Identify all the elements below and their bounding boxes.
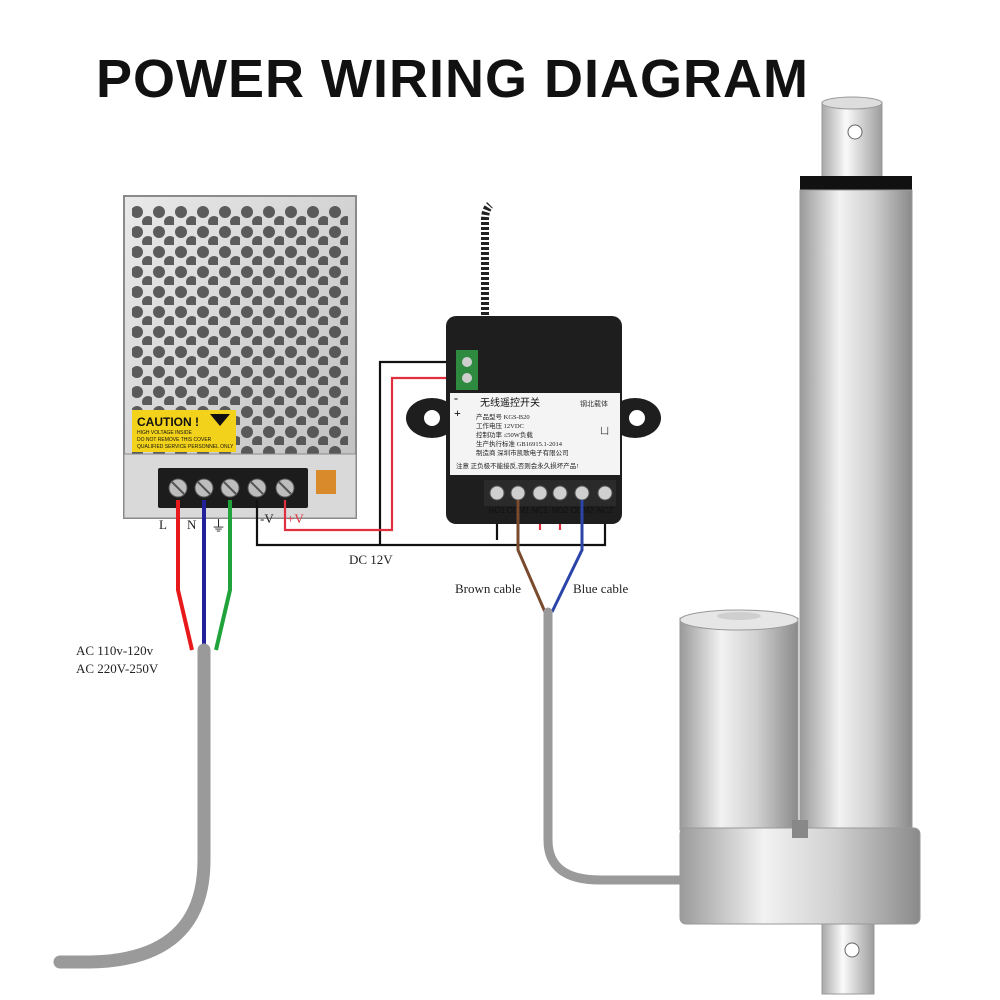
controller-spec: 制造商 深圳市凯歌电子有限公司 (476, 448, 569, 457)
lightning-icon (210, 414, 230, 426)
controller-spec: 生产执行标准 GB16915.1-2014 (476, 439, 563, 448)
antenna (481, 202, 493, 320)
ground-icon: ⏚ (211, 519, 227, 535)
actuator-gearbox (679, 827, 921, 925)
actuator-seal (800, 176, 912, 190)
polarity-plus: + (454, 406, 461, 420)
controller-spec: 产品型号 KGS-B20 (476, 412, 530, 421)
brown-cable-label: Brown cable (455, 581, 522, 596)
caution-line: QUALIFIED SERVICE PERSONNEL ONLY (137, 444, 234, 450)
terminal-label-nc1: NC1 (532, 506, 549, 515)
rf-controller: - + 无线遥控开关 钢北载体 产品型号 KGS-B20 工作电压 12VDC … (406, 202, 661, 524)
controller-label (450, 393, 620, 475)
controller-handwritten: 钢北载体 (580, 399, 608, 408)
caution-line: DO NOT REMOVE THIS COVER (137, 437, 212, 443)
dc-voltage-label: DC 12V (349, 552, 393, 567)
ac-range-line1: AC 110v-120v (76, 643, 154, 658)
blue-cable-label: Blue cable (573, 581, 629, 596)
power-supply: CAUTION ! HIGH VOLTAGE INSIDE DO NOT REM… (123, 195, 357, 519)
label-live: L (159, 517, 167, 532)
label-neg-v: -V (260, 511, 274, 526)
label-neutral: N (187, 517, 197, 532)
page-title: POWER WIRING DIAGRAM (96, 49, 809, 109)
controller-spec: 工作电压 12VDC (476, 421, 524, 430)
ac-range-line2: AC 220V-250V (76, 661, 159, 676)
caution-line: HIGH VOLTAGE INSIDE (137, 430, 192, 436)
terminal-label-no2: NO2 (552, 506, 569, 515)
controller-mark: 凵 (600, 426, 609, 436)
adjust-potentiometer (316, 470, 336, 494)
controller-note: 注意 正负极不能接反,否则会永久损坏产品! (456, 461, 578, 470)
motor-cables (516, 500, 695, 885)
actuator-motor (679, 617, 799, 831)
controller-title: 无线遥控开关 (480, 396, 540, 409)
terminal-label-nc2: NC2 (597, 506, 614, 515)
dc-input-terminal (456, 350, 478, 390)
mount-screw (792, 820, 808, 838)
terminal-label-no1: NO1 (489, 506, 506, 515)
polarity-minus: - (454, 391, 458, 405)
output-terminal-block (484, 480, 616, 506)
linear-actuator (679, 96, 921, 995)
actuator-clevis (821, 923, 875, 995)
controller-spec: 控制功率 ≤50W负载 (476, 430, 533, 439)
caution-title: CAUTION ! (137, 415, 199, 429)
ac-wiring (53, 500, 232, 969)
label-pos-v: +V (287, 511, 304, 526)
actuator-tube (799, 189, 913, 851)
